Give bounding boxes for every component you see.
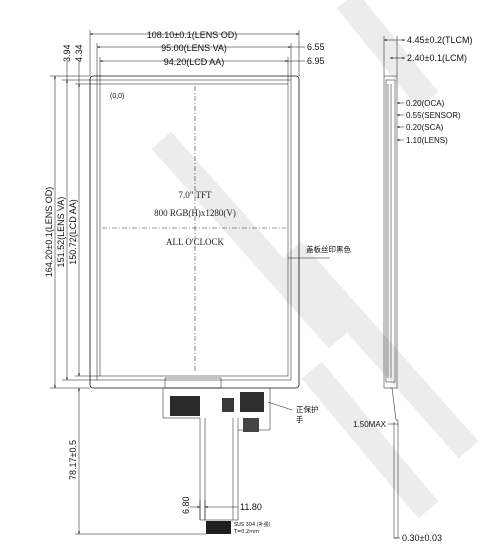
stiffener-note-1: SUS 304 (补强) [234,521,271,528]
panel-front-view [89,75,300,389]
fpc-length-label: 78.17±0.5 [68,440,78,480]
offset-label-1: 3.94 [62,44,72,62]
fpc-stiffener [206,521,231,534]
lcd-aa-width-label: 94.20(LCD AA) [164,57,225,67]
lens-va-outline [96,79,292,381]
top-dimension-lines [89,30,305,84]
fpc-thickness-label: 0.30±0.03 [402,533,442,543]
protective-film-note-1: 正保护 [296,404,319,414]
lcd-aa-height-label: 150.72(LCD AA) [68,199,78,265]
right-offset-label-1: 6.55 [307,42,325,52]
lens-od-height-label: 164.20±0.1(LENS OD) [44,187,54,277]
side-view [383,36,405,539]
lcm-thickness-label: 2.40±0.1(LCM) [407,53,467,63]
fpc-pitch-label: 6.80 [181,496,191,514]
lens-od-outline [89,75,300,389]
stiffener-note-2: T=0.2mm [233,529,259,535]
lens-va-height-label: 151.52(LENS VA) [56,197,66,268]
component-block-2 [222,398,234,412]
resolution-label: 800 RGB(H)x1280(V) [154,208,236,218]
origin-label: (0,0) [110,93,124,100]
cover-print-note: 盖板丝印黑色 [306,244,351,254]
right-offset-label-2: 6.95 [307,56,325,66]
fpc-outline [162,388,271,521]
layer-label-oca: 0.20(OCA) [406,99,445,108]
lens-va-width-label: 95.00(LENS VA) [161,43,227,53]
fpc-assembly [162,377,271,534]
left-dimension-lines [50,60,206,535]
offset-label-2: 4.34 [74,44,84,62]
fpc-dimension-lines [190,500,238,520]
component-block-1 [170,396,200,416]
tlcm-thickness-label: 4.45±0.2(TLCM) [407,35,472,45]
watermark [151,0,479,519]
lcd-aa-outline [99,83,289,377]
layer-label-sensor: 0.55(SENSOR) [406,111,461,120]
lens-od-width-label: 108.10±0.1(LENS OD) [147,30,237,40]
fpc-max-label: 1.50MAX [353,420,387,429]
fpc-width-label: 11.80 [240,502,262,512]
layer-label-sca: 0.20(SCA) [406,123,444,132]
layer-label-lens: 1.10(LENS) [406,136,448,145]
fpc-bonding-tab [164,377,222,389]
orientation-label: ALL O'CLOCK [166,237,225,247]
component-block-4 [243,418,259,432]
protective-film-note-2: 手 [296,414,304,424]
component-block-3 [240,392,264,412]
panel-size-label: 7.0" TFT [178,190,212,200]
